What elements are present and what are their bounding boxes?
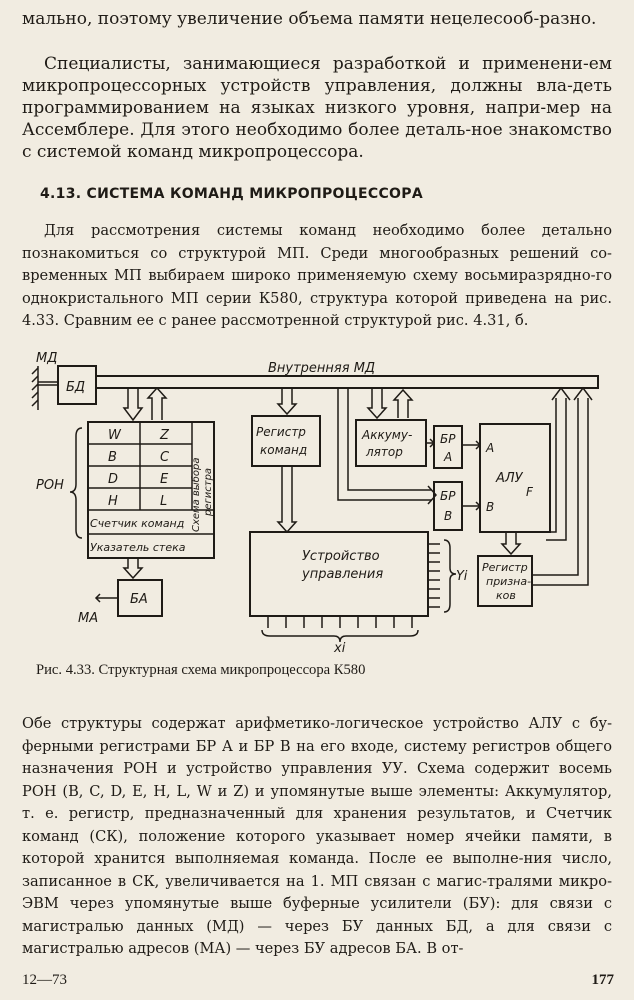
section-heading: 4.13. СИСТЕМА КОМАНД МИКРОПРОЦЕССОРА	[40, 186, 423, 202]
signature-mark: 12—73	[22, 972, 67, 988]
reg-z: Z	[159, 428, 170, 443]
brb-label-1: БР	[440, 489, 456, 503]
alu-label: АЛУ	[495, 471, 524, 486]
figure-caption: Рис. 4.33. Структурная схема микропроцес…	[36, 662, 366, 678]
alu-input-b: B	[486, 500, 494, 514]
acc-label-1: Аккуму-	[361, 428, 412, 442]
alu-output-f: F	[526, 485, 534, 499]
bra-label-2: А	[443, 450, 452, 464]
page-number: 177	[591, 972, 615, 988]
ir-label-1: Регистр	[256, 425, 306, 439]
acc-label-2: лятор	[365, 445, 403, 459]
internal-bus-label: Внутренняя МД	[268, 361, 375, 376]
paragraph-bottom: Обе структуры содержат арифметико-логиче…	[22, 715, 612, 957]
reg-e: E	[160, 472, 169, 487]
reg-w: W	[108, 428, 122, 443]
reg-l: L	[160, 494, 167, 509]
reg-d: D	[108, 472, 118, 487]
ir-label-2: команд	[260, 443, 307, 457]
md-label: МД	[36, 351, 57, 366]
stack-pointer-label: Указатель стека	[90, 541, 186, 554]
cu-label-2: управления	[301, 567, 383, 582]
flags-label-2: призна-	[486, 575, 531, 588]
program-counter-label: Счетчик команд	[90, 517, 184, 530]
register-select-label-1: Схема выбора	[190, 458, 202, 532]
bra-label-1: БР	[440, 432, 456, 446]
paragraph-top-2: Специалисты, занимающиеся разработкой и …	[22, 54, 612, 162]
cu-label-1: Устройство	[302, 549, 380, 564]
reg-c: C	[160, 450, 170, 465]
flags-label-1: Регистр	[482, 561, 528, 574]
ba-label: БА	[130, 592, 148, 607]
register-select-label-2: регистра	[203, 468, 214, 517]
ma-label: МА	[78, 611, 98, 626]
reg-h: H	[108, 494, 118, 509]
paragraph-top-1: мально, поэтому увеличение объема памяти…	[22, 9, 597, 29]
brb-label-2: В	[444, 509, 452, 523]
paragraph-intro: Для рассмотрения системы команд необходи…	[22, 222, 612, 329]
ron-label: РОН	[36, 478, 64, 493]
xi-label: xi	[333, 641, 346, 656]
reg-b: B	[108, 450, 117, 465]
flags-label-3: ков	[496, 589, 516, 602]
bd-label: БД	[66, 380, 85, 395]
alu-input-a: A	[485, 441, 494, 455]
yi-label: Yi	[456, 569, 468, 584]
